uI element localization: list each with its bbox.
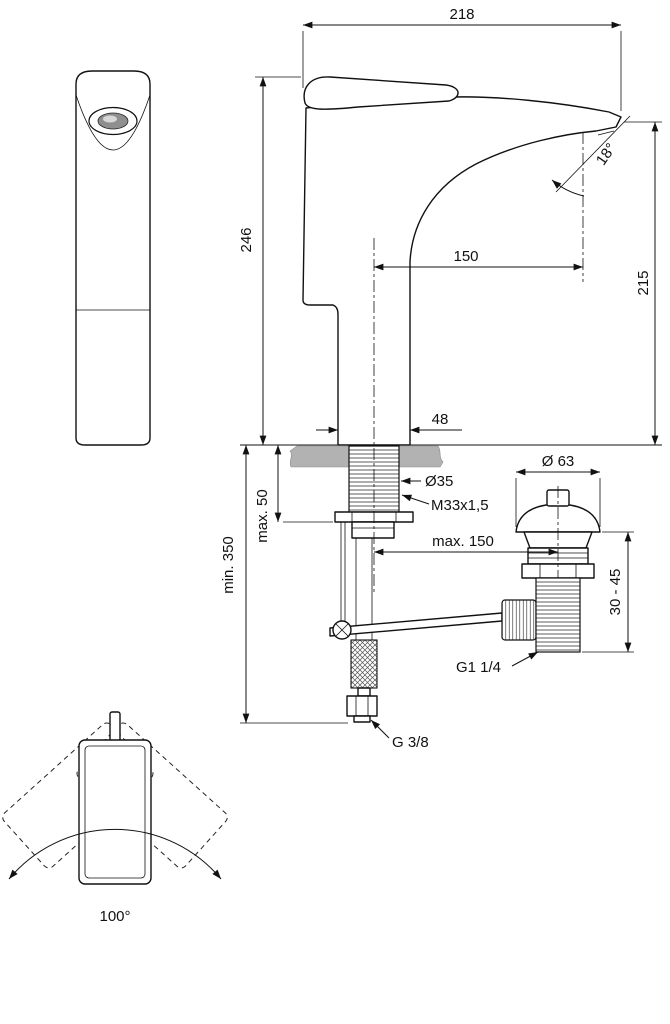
supply-hose (346, 538, 378, 723)
braided-hose (350, 639, 378, 689)
dim-total-depth: 218 (302, 6, 622, 111)
hose-neck (357, 687, 371, 697)
aerator-highlight (103, 115, 117, 123)
dim-max-drain-offset-label: max. 150 (432, 533, 494, 550)
dim-max-drain-offset: max. 150 (374, 533, 558, 556)
label-shank-thread-text: M33x1,5 (431, 497, 489, 514)
dim-drain-adjust-range-label: 30 - 45 (607, 569, 624, 616)
counter-section-left (289, 445, 350, 468)
drain-tailpipe-thread (535, 577, 581, 653)
faucet-body-top-view (78, 739, 152, 885)
dim-spout-reach: 150 (374, 248, 583, 271)
dim-drain-cap-diameter: Ø 63 (515, 453, 601, 527)
dim-max-deck-thickness: max. 50 (254, 445, 333, 543)
label-shank-diameter-text: Ø35 (425, 473, 453, 490)
hose-fitting (351, 521, 395, 539)
dim-total-height-label: 246 (238, 227, 255, 252)
dim-total-depth-label: 218 (449, 6, 474, 23)
dim-spout-height: 215 (624, 121, 662, 445)
dim-spout-reach-label: 150 (453, 248, 478, 265)
label-supply-thread-text: G 3/8 (392, 734, 429, 751)
dim-total-height: 246 (238, 76, 301, 445)
counter-section-right (398, 445, 444, 468)
label-drain-thread-text: G1 1/4 (456, 659, 501, 676)
knurled-clamp-knob (501, 599, 537, 641)
swivel-arc (8, 828, 222, 880)
label-drain-thread: G1 1/4 (456, 651, 539, 676)
dim-min-clearance: min. 350 (220, 445, 348, 724)
dim-max-deck-thickness-label: max. 50 (254, 489, 271, 542)
dim-drain-adjust-range: 30 - 45 (582, 531, 634, 653)
connector-tail (353, 715, 371, 723)
dim-base-depth: 48 (316, 411, 462, 434)
spout-stem-top-view (109, 711, 121, 745)
dim-base-depth-label: 48 (432, 411, 449, 428)
drain-rod-clamp (501, 599, 537, 641)
front-view (75, 70, 151, 446)
label-supply-thread: G 3/8 (370, 719, 429, 751)
handle-lever (303, 76, 459, 110)
spout-face-curve (75, 94, 151, 151)
aerator-tip-line (597, 130, 615, 136)
faucet-front-body (75, 70, 151, 446)
label-shank-diameter: Ø35 (401, 473, 453, 490)
dim-drain-cap-diameter-label: Ø 63 (542, 453, 575, 470)
connector-nut (346, 695, 378, 717)
label-shank-thread: M33x1,5 (401, 494, 489, 514)
dim-swivel-angle-label: 100° (99, 908, 130, 925)
countertop (240, 444, 662, 468)
top-view: 100° (2, 711, 228, 925)
side-view (302, 76, 622, 446)
dim-spout-height-label: 215 (635, 270, 652, 295)
dim-min-clearance-label: min. 350 (220, 536, 237, 594)
